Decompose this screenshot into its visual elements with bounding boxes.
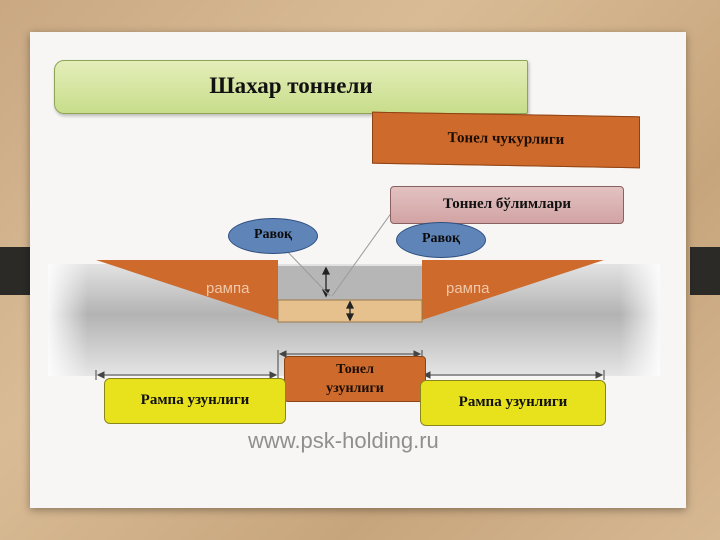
slide-title: Шахар тоннели (209, 73, 373, 98)
ground-fade-right (620, 264, 660, 376)
arch-ellipse-right: Равоқ (396, 222, 486, 258)
right-ramp (422, 260, 604, 320)
watermark-url: www.psk-holding.ru (248, 428, 439, 453)
left-ramp-label: рампа (206, 280, 250, 297)
arch-ellipse-left: Равоқ (228, 218, 318, 254)
left-edge-bar (0, 247, 30, 295)
right-ramp-label: рампа (446, 280, 490, 297)
tunnel-sections-label: Тоннел бўлимлари (442, 196, 572, 212)
tunnel-length-label: Тонел узунлиги (326, 362, 384, 396)
tunnel-depth-label: Тонел чукурлиги (447, 129, 565, 149)
slide: Шахар тоннели (30, 32, 686, 508)
right-edge-bar (690, 247, 720, 295)
ramp-length-right-label: Рампа узунлиги (458, 394, 568, 410)
arch-ellipse-left-label: Равоқ (253, 227, 293, 242)
ground-fade-left (48, 264, 88, 376)
tunnel-diagram (48, 161, 660, 380)
title-banner: Шахар тоннели (54, 60, 528, 114)
length-arrows (95, 350, 605, 380)
tunnel-roof (278, 266, 422, 300)
tunnel-depth-box: Тонел чукурлиги (372, 111, 640, 169)
ramp-length-left-label: Рампа узунлиги (140, 392, 250, 408)
tunnel-sections-box: Тоннел бўлимлари (390, 186, 624, 224)
tunnel-length-box: Тонел узунлиги (284, 356, 426, 402)
left-ramp (96, 260, 278, 320)
ramp-length-box-left: Рампа узунлиги (104, 378, 286, 424)
arch-ellipse-right-label: Равоқ (421, 231, 461, 246)
ramp-length-box-right: Рампа узунлиги (420, 380, 606, 426)
